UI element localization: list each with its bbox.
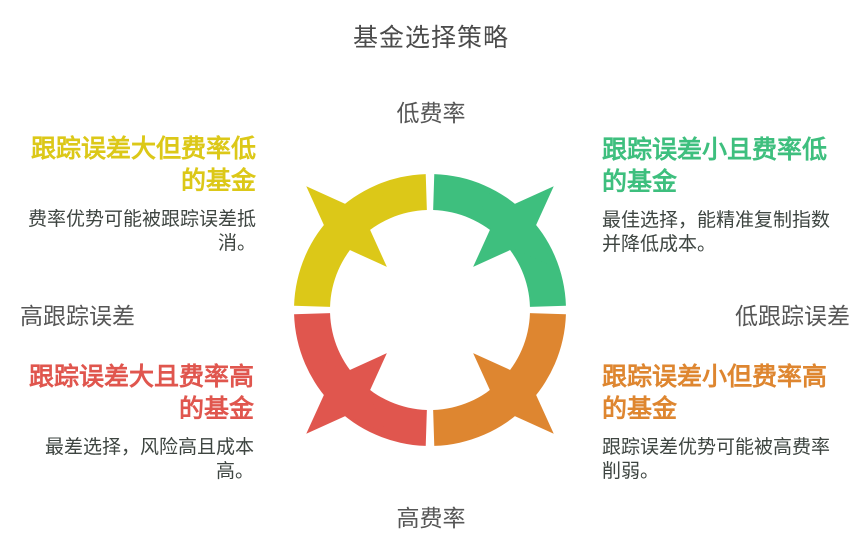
quadrant-arc-top-right	[433, 174, 566, 307]
quadrant-description-line: 跟踪误差优势可能被高费率	[602, 436, 831, 458]
quadrant-title-line: 的基金	[602, 167, 678, 196]
quadrant-description-line: 高。	[215, 460, 254, 482]
quadrant-description-line: 消。	[217, 232, 256, 254]
quadrant-description-top-left: 费率优势可能被跟踪误差抵 消。	[18, 207, 256, 255]
quadrant-title-line: 的基金	[178, 394, 254, 423]
direction-star-icon-bottom-left	[306, 353, 387, 434]
quadrant-arc-top-left	[294, 174, 427, 307]
quadrant-description-top-right: 最佳选择，能精准复制指数 并降低成本。	[602, 208, 840, 256]
quadrant-block-bottom-right: 跟踪误差小但费率高 的基金 跟踪误差优势可能被高费率 削弱。	[602, 361, 840, 483]
quadrant-description-line: 费率优势可能被跟踪误差抵	[27, 208, 256, 230]
quadrant-block-top-left: 跟踪误差大但费率低 的基金 费率优势可能被跟踪误差抵 消。	[18, 133, 256, 255]
direction-star-icon-bottom-right	[473, 353, 554, 434]
quadrant-description-line: 最差选择，风险高且成本	[44, 436, 254, 458]
axis-label-low-fee: 低费率	[396, 101, 466, 127]
quadrant-block-bottom-left: 跟踪误差大且费率高 的基金 最差选择，风险高且成本 高。	[16, 361, 254, 483]
quadrant-title-line: 跟踪误差大且费率高	[28, 362, 254, 391]
quadrant-title-line: 的基金	[180, 166, 256, 195]
quadrant-title-line: 跟踪误差小且费率低	[602, 135, 828, 164]
quadrant-title-bottom-left: 跟踪误差大且费率高 的基金	[16, 361, 254, 425]
axis-label-high-tracking-error: 高跟踪误差	[20, 304, 135, 330]
quadrant-description-bottom-right: 跟踪误差优势可能被高费率 削弱。	[602, 435, 840, 483]
quadrant-title-top-left: 跟踪误差大但费率低 的基金	[18, 133, 256, 197]
quadrant-block-top-right: 跟踪误差小且费率低 的基金 最佳选择，能精准复制指数 并降低成本。	[602, 134, 840, 256]
quadrant-arc-bottom-right	[433, 313, 566, 446]
quadrant-description-line: 最佳选择，能精准复制指数	[602, 209, 831, 231]
quadrant-cycle-ring	[294, 174, 566, 446]
quadrant-title-line: 跟踪误差大但费率低	[30, 134, 256, 163]
quadrant-title-top-right: 跟踪误差小且费率低 的基金	[602, 134, 840, 198]
quadrant-description-bottom-left: 最差选择，风险高且成本 高。	[16, 435, 254, 483]
quadrant-title-bottom-right: 跟踪误差小但费率高 的基金	[602, 361, 840, 425]
quadrant-title-line: 跟踪误差小但费率高	[602, 362, 828, 391]
page-title: 基金选择策略	[352, 23, 509, 52]
quadrant-title-line: 的基金	[602, 394, 678, 423]
quadrant-description-line: 并降低成本。	[602, 233, 717, 255]
quadrant-description-line: 削弱。	[602, 460, 660, 482]
direction-star-icon-top-right	[473, 186, 554, 267]
quadrant-arc-bottom-left	[294, 313, 427, 446]
direction-star-icon-top-left	[306, 186, 387, 267]
axis-label-high-fee: 高费率	[396, 506, 466, 532]
axis-label-low-tracking-error: 低跟踪误差	[735, 304, 850, 330]
